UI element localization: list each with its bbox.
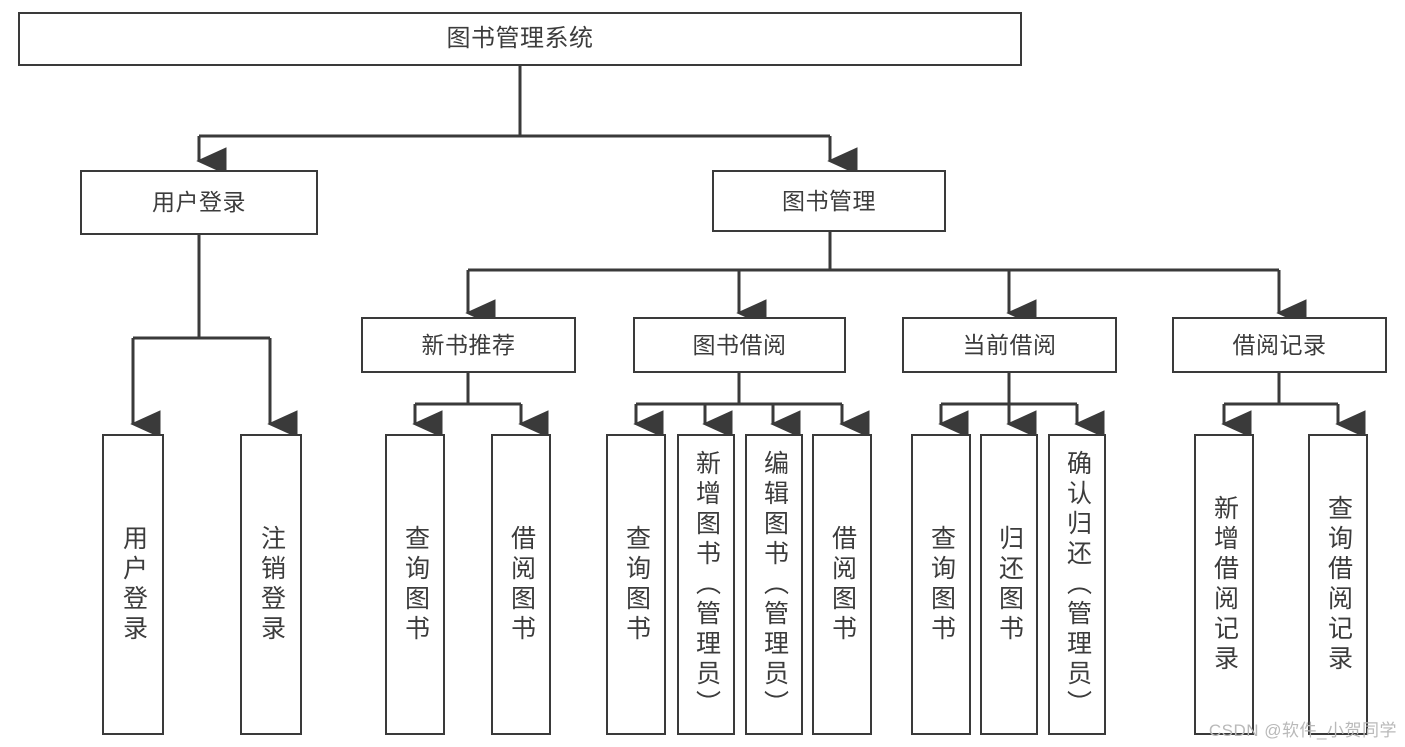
- node-user-login[interactable]: 用户登录: [80, 170, 318, 235]
- leaf-logout[interactable]: 注销登录: [240, 434, 302, 735]
- node-root-book-management-system[interactable]: 图书管理系统: [18, 12, 1022, 66]
- leaf-borrow-book-recommend[interactable]: 借阅图书: [491, 434, 551, 735]
- leaf-edit-book-admin[interactable]: 编辑图书（管理员）: [745, 434, 803, 735]
- node-label: 图书借阅: [692, 331, 787, 358]
- node-label: 确认归还（管理员）: [1063, 449, 1092, 720]
- node-label: 用户登录: [152, 189, 246, 216]
- node-new-book-recommend[interactable]: 新书推荐: [361, 317, 576, 373]
- node-current-borrow[interactable]: 当前借阅: [902, 317, 1117, 373]
- node-label: 借阅图书: [507, 524, 536, 645]
- node-book-management[interactable]: 图书管理: [712, 170, 946, 232]
- watermark-text: CSDN @软件_小贺同学: [1208, 721, 1397, 740]
- node-label: 新增图书（管理员）: [692, 449, 721, 720]
- node-label: 图书管理: [782, 187, 876, 214]
- leaf-return-book[interactable]: 归还图书: [980, 434, 1038, 735]
- node-label: 编辑图书（管理员）: [760, 449, 789, 720]
- leaf-borrow-book[interactable]: 借阅图书: [812, 434, 872, 735]
- leaf-query-book-current[interactable]: 查询图书: [911, 434, 971, 735]
- node-label: 图书管理系统: [446, 25, 594, 53]
- node-label: 借阅记录: [1232, 331, 1327, 358]
- node-label: 查询借阅记录: [1324, 494, 1353, 675]
- node-label: 归还图书: [995, 524, 1024, 645]
- node-label: 借阅图书: [828, 524, 857, 645]
- leaf-query-borrow-record[interactable]: 查询借阅记录: [1308, 434, 1368, 735]
- node-label: 注销登录: [257, 524, 286, 645]
- node-borrow-record[interactable]: 借阅记录: [1172, 317, 1387, 373]
- node-label: 用户登录: [119, 524, 148, 645]
- node-label: 查询图书: [927, 524, 956, 645]
- node-label: 查询图书: [401, 524, 430, 645]
- leaf-user-login[interactable]: 用户登录: [102, 434, 164, 735]
- leaf-query-book-borrow[interactable]: 查询图书: [606, 434, 666, 735]
- leaf-add-book-admin[interactable]: 新增图书（管理员）: [677, 434, 735, 735]
- node-label: 查询图书: [622, 524, 651, 645]
- node-book-borrow[interactable]: 图书借阅: [633, 317, 846, 373]
- node-label: 新书推荐: [421, 331, 516, 358]
- leaf-query-book-recommend[interactable]: 查询图书: [385, 434, 445, 735]
- node-label: 当前借阅: [962, 331, 1057, 358]
- node-label: 新增借阅记录: [1210, 494, 1239, 675]
- leaf-add-borrow-record[interactable]: 新增借阅记录: [1194, 434, 1254, 735]
- leaf-confirm-return-admin[interactable]: 确认归还（管理员）: [1048, 434, 1106, 735]
